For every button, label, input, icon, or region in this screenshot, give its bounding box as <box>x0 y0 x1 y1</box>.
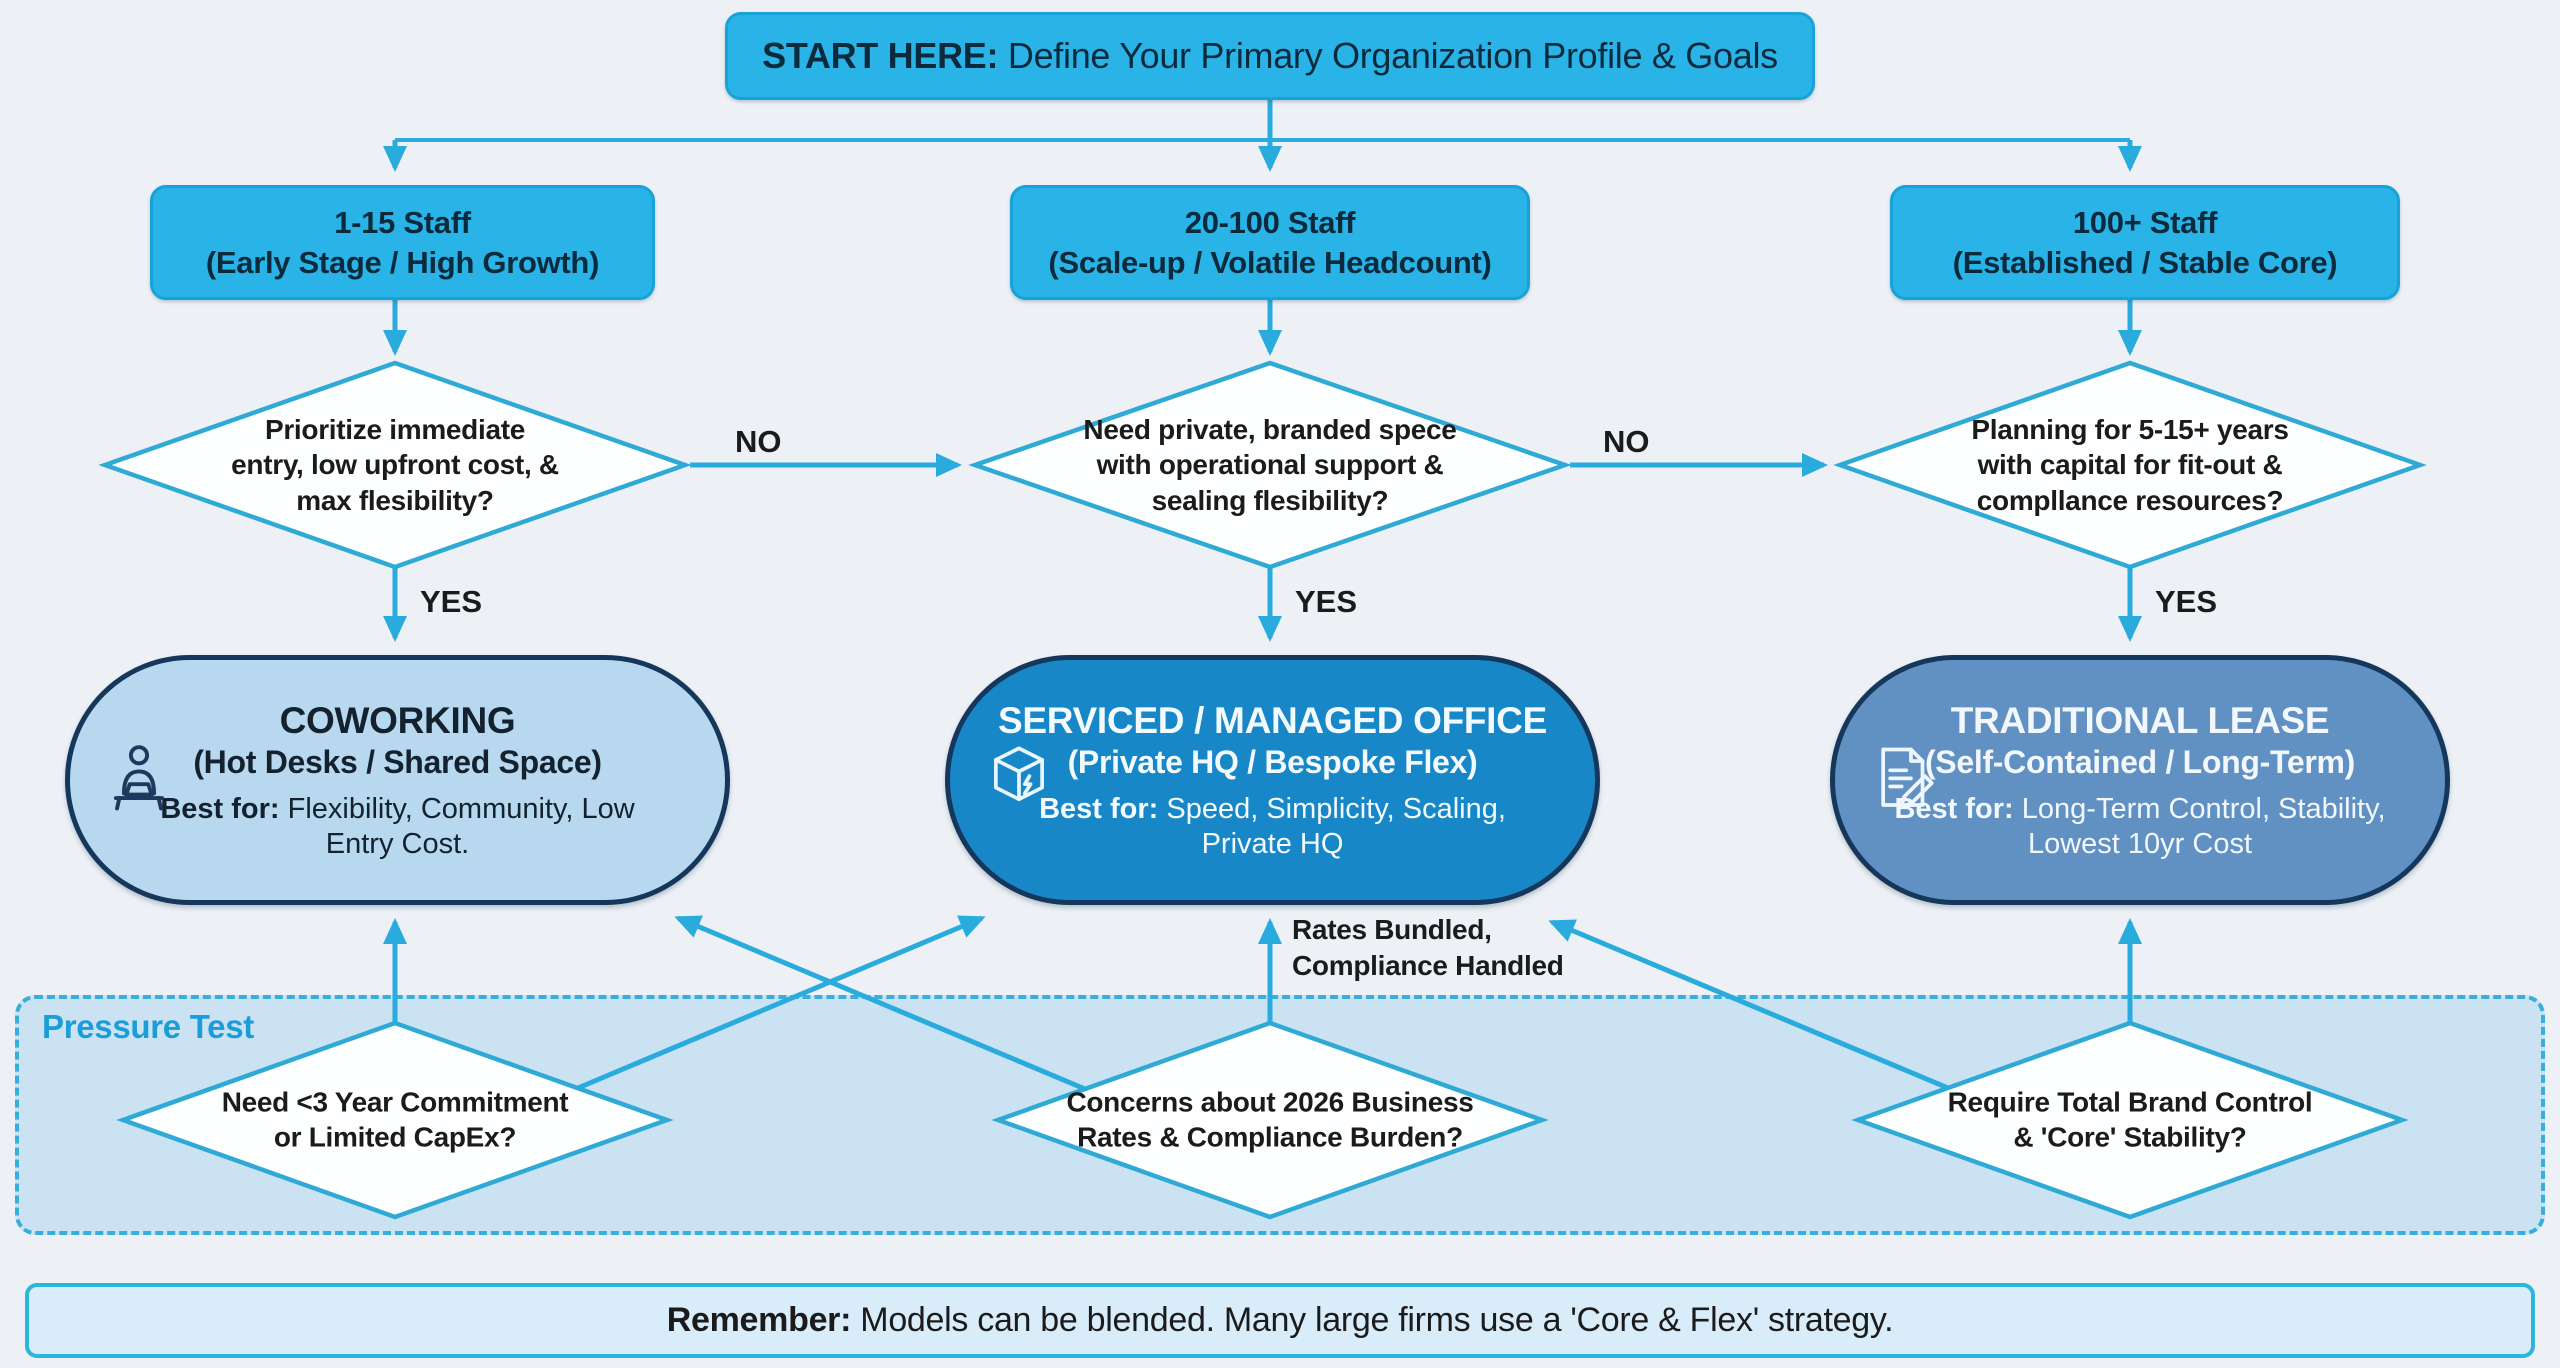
decision-3-line3: compllance resources? <box>1976 484 2284 516</box>
result-coworking-title: COWORKING <box>279 699 516 741</box>
decision-1-line3: max flesibility? <box>296 484 494 516</box>
result-serviced-best: Best for: Speed, Simplicity, Scaling, Pr… <box>1023 792 1523 863</box>
remember-text-bold: Remember: <box>666 1301 852 1339</box>
start-box: START HERE: Define Your Primary Organiza… <box>725 12 1815 100</box>
pressure-diamond-3 <box>1851 1020 2409 1220</box>
no-label-2: NO <box>1603 424 1650 459</box>
remember-text: Remember: Models can be blended. Many la… <box>666 1301 1894 1340</box>
profile-box-1: 1-15 Staff (Early Stage / High Growth) <box>150 185 655 300</box>
remember-bar: Remember: Models can be blended. Many la… <box>25 1283 2535 1358</box>
decision-2-line3: sealing flesibility? <box>1151 484 1389 516</box>
decision-1-text: Prioritize immediate entry, low upfront … <box>135 412 655 518</box>
result-lease-title: TRADITIONAL LEASE <box>1950 699 2330 741</box>
start-label: START HERE: Define Your Primary Organiza… <box>762 35 1778 77</box>
profile-1-line1: 1-15 Staff <box>334 204 471 240</box>
decision-2-text: Need private, branded spece with operati… <box>1010 412 1530 518</box>
pressure-2-line2: Rates & Compliance Burden? <box>1077 1122 1463 1153</box>
profile-3-line2: (Established / Stable Core) <box>1952 244 2338 280</box>
decision-diamond-1 <box>98 360 692 570</box>
pressure-diamond-2 <box>991 1020 1549 1220</box>
pressure-3-line2: & 'Core' Stability? <box>2013 1122 2247 1153</box>
pressure-1-line1: Need <3 Year Commitment <box>221 1086 569 1118</box>
start-label-rest: Define Your Primary Organization Profile… <box>1007 35 1778 76</box>
profile-box-3: 100+ Staff (Established / Stable Core) <box>1890 185 2400 300</box>
result-serviced-best-text: Speed, Simplicity, Scaling, Private HQ <box>1166 792 1506 861</box>
yes-label-3: YES <box>2155 584 2218 619</box>
result-coworking-subtitle: (Hot Desks / Shared Space) <box>193 743 602 780</box>
profile-3-line1: 100+ Staff <box>2072 204 2218 240</box>
remember-text-rest: Models can be blended. Many large firms … <box>860 1301 1894 1339</box>
pressure-3-text: Require Total Brand Control & 'Core' Sta… <box>1890 1085 2370 1156</box>
rates-annotation-line2: Compliance Handled <box>1292 950 1564 982</box>
yes-label-2: YES <box>1295 584 1358 619</box>
pressure-2-text: Concerns about 2026 Business Rates & Com… <box>1010 1085 1530 1156</box>
arrow-pressure1-to-serviced <box>577 915 986 1091</box>
decision-3-line1: Planning for 5-15+ years <box>1971 414 2289 446</box>
profile-2-line1: 20-100 Staff <box>1184 204 1356 240</box>
result-lease-best: Best for: Long-Term Control, Stability, … <box>1870 792 2410 863</box>
start-label-bold: START HERE: <box>762 35 999 76</box>
result-serviced-subtitle: (Private HQ / Bespoke Flex) <box>1067 743 1478 780</box>
pressure-test-label: Pressure Test <box>42 1008 254 1045</box>
pressure-2-line1: Concerns about 2026 Business <box>1066 1086 1474 1118</box>
decision-3-text: Planning for 5-15+ years with capital fo… <box>1870 412 2390 518</box>
arrow-pressure3-to-serviced <box>1548 919 1949 1091</box>
result-coworking-best-label: Best for: <box>160 792 280 825</box>
result-coworking-best: Best for: Flexibility, Community, Low En… <box>158 792 638 863</box>
result-serviced: SERVICED / MANAGED OFFICE (Private HQ / … <box>945 655 1600 905</box>
result-coworking-best-text: Flexibility, Community, Low Entry Cost. <box>287 792 635 861</box>
lease-document-icon <box>1867 740 1941 820</box>
decision-2-line2: with operational support & <box>1096 449 1444 481</box>
result-serviced-title: SERVICED / MANAGED OFFICE <box>998 699 1547 741</box>
rates-annotation: Rates Bundled, Compliance Handled <box>1292 912 1564 985</box>
pressure-3-line1: Require Total Brand Control <box>1947 1086 2313 1118</box>
arrow-pressure2-to-coworking <box>674 915 1086 1092</box>
decision-diamond-2 <box>968 360 1572 570</box>
profile-1-line2: (Early Stage / High Growth) <box>205 244 600 280</box>
result-lease: TRADITIONAL LEASE (Self-Contained / Long… <box>1830 655 2450 905</box>
decision-diamond-3 <box>1833 360 2427 570</box>
decision-2-line1: Need private, branded spece <box>1083 414 1457 446</box>
decision-1-line2: entry, low upfront cost, & <box>231 449 559 481</box>
profile-2-line2: (Scale-up / Volatile Headcount) <box>1048 244 1492 280</box>
no-label-1: NO <box>735 424 782 459</box>
result-coworking: COWORKING (Hot Desks / Shared Space) Bes… <box>65 655 730 905</box>
result-serviced-best-label: Best for: <box>1039 792 1159 825</box>
yes-label-1: YES <box>420 584 483 619</box>
pressure-1-text: Need <3 Year Commitment or Limited CapEx… <box>155 1085 635 1156</box>
pressure-diamond-1 <box>116 1020 674 1220</box>
result-lease-subtitle: (Self-Contained / Long-Term) <box>1924 743 2356 780</box>
profile-box-2: 20-100 Staff (Scale-up / Volatile Headco… <box>1010 185 1530 300</box>
result-lease-best-text: Long-Term Control, Stability, Lowest 10y… <box>2021 792 2386 861</box>
pressure-1-line2: or Limited CapEx? <box>273 1122 517 1153</box>
rates-annotation-line1: Rates Bundled, <box>1292 914 1492 945</box>
coworking-person-icon <box>102 740 176 820</box>
decision-3-line2: with capital for fit-out & <box>1977 449 2283 481</box>
decision-1-line1: Prioritize immediate <box>264 414 526 446</box>
serviced-cube-icon <box>982 740 1056 820</box>
